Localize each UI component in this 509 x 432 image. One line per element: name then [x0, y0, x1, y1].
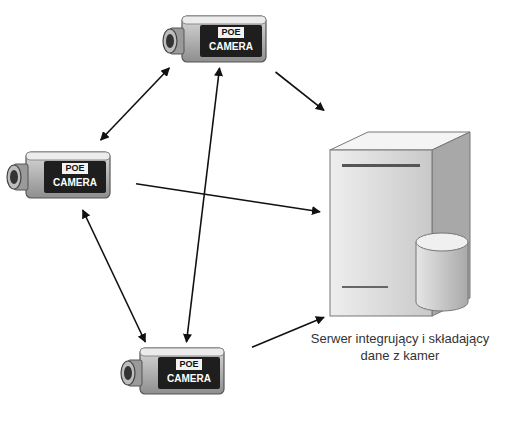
camera-label: CAMERA — [45, 177, 105, 189]
connector-arrow — [276, 72, 324, 110]
camera-label: POE — [218, 27, 243, 38]
poe-camera: POE CAMERA — [118, 338, 228, 400]
server-icon — [320, 130, 480, 320]
poe-camera: POE CAMERA — [4, 142, 114, 204]
server-caption: Serwer integrujący i składający dane z k… — [310, 330, 490, 364]
camera-label: POE — [176, 359, 201, 370]
camera-icon — [160, 6, 270, 68]
camera-label: POE — [62, 163, 87, 174]
camera-label: CAMERA — [201, 41, 261, 53]
connector-arrow — [83, 210, 146, 342]
camera-icon — [4, 142, 114, 204]
poe-camera: POE CAMERA — [160, 6, 270, 68]
connector-arrow — [186, 68, 219, 342]
server: Serwer integrujący i składający dane z k… — [310, 130, 490, 390]
connector-arrow — [101, 68, 170, 140]
connector-arrow — [136, 184, 320, 212]
camera-label: CAMERA — [159, 373, 219, 385]
camera-icon — [118, 338, 228, 400]
